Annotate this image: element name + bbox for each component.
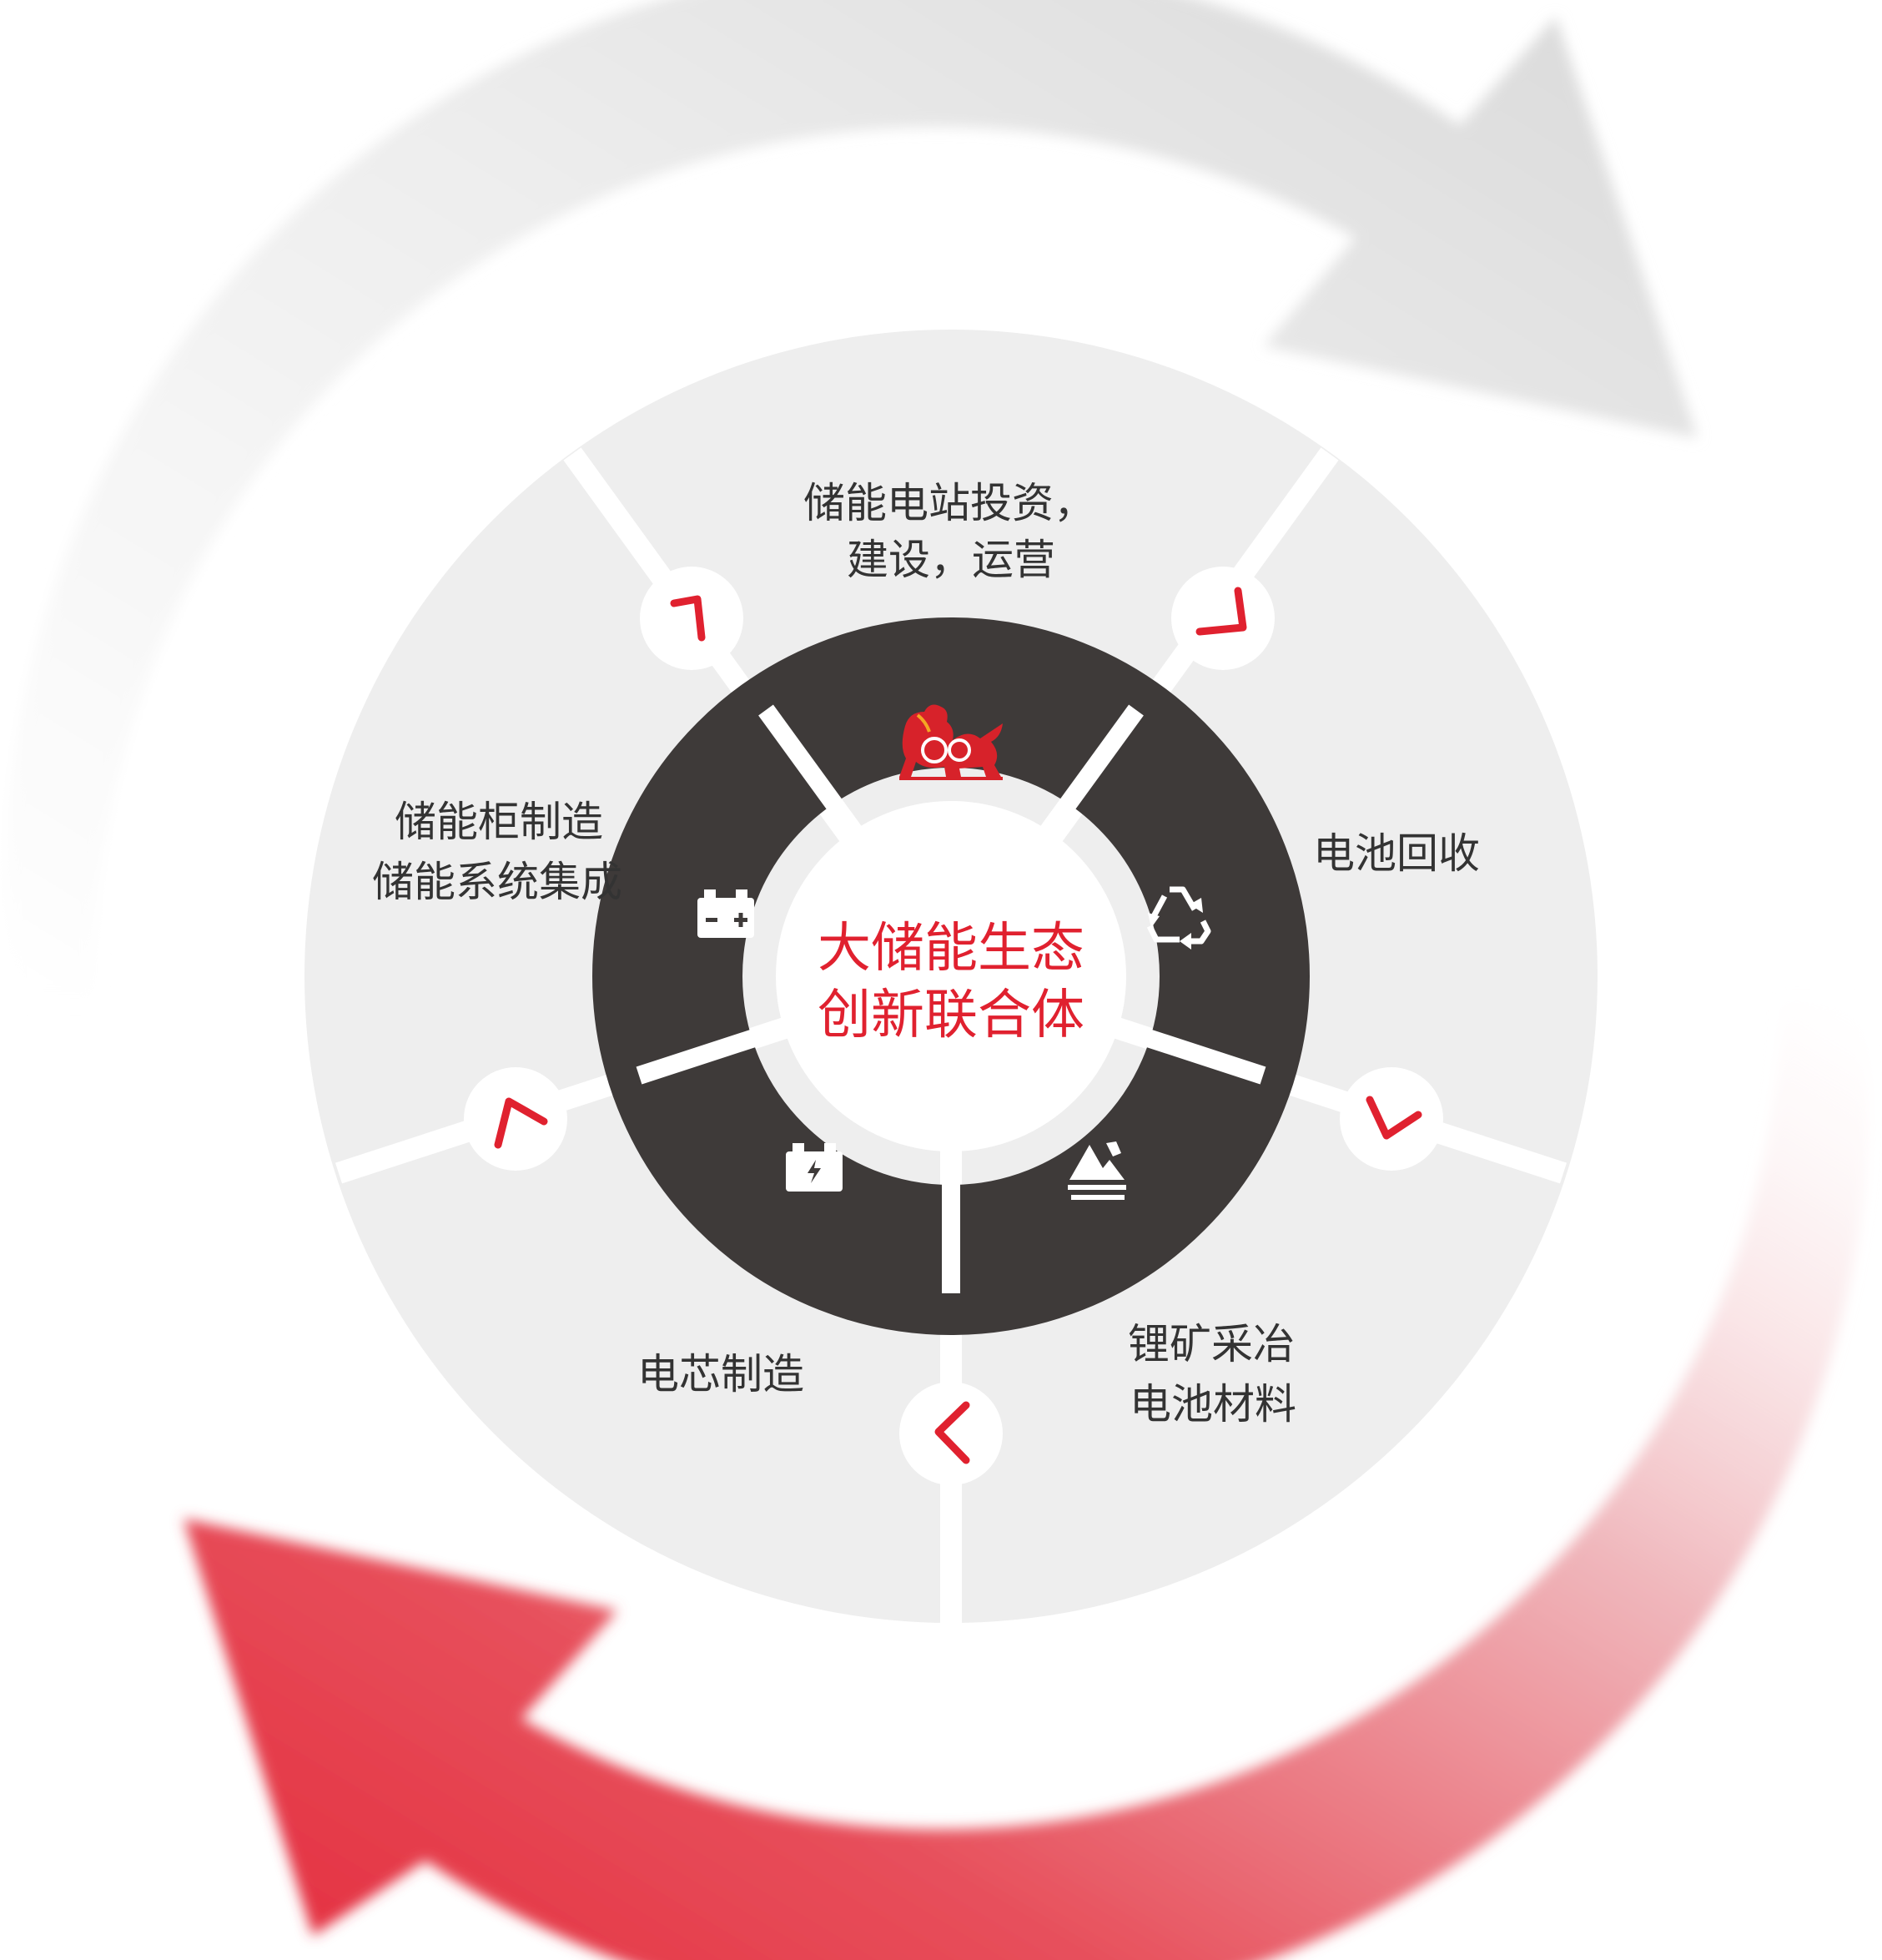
lion-logo-icon: [899, 704, 1003, 780]
center-title-line1: 大储能生态: [818, 918, 1084, 980]
chevron-circle-right: [1340, 1067, 1443, 1171]
chevron-icon: [494, 1097, 548, 1149]
battery-icon: [697, 889, 754, 938]
segment-label-line: 电池回收: [1313, 829, 1480, 878]
chevron-icon: [670, 595, 706, 642]
segment-label-line: 储能柜制造: [395, 798, 603, 846]
cycle-arrows: [5, 0, 1869, 1960]
segment-label-line: 建设，运营: [847, 536, 1055, 584]
chevron-icon: [1195, 587, 1247, 636]
recycle-icon: [1146, 886, 1211, 950]
segment-label-line: 储能系统集成: [372, 858, 622, 906]
center-title-line2: 创新联合体: [818, 985, 1084, 1046]
red-cycle-arrow: [184, 1001, 1869, 1960]
battery-charge-icon: [786, 1143, 843, 1192]
mining-icon: [1068, 1141, 1126, 1200]
center-circle: [776, 801, 1126, 1151]
segment-label-investment: 储能电站投资， 建设，运营: [803, 479, 1095, 584]
segment-label-line: 电池材料: [1130, 1380, 1296, 1428]
chevron-icon: [934, 1401, 970, 1464]
chevron-circle-top-right: [1171, 567, 1275, 670]
flow-chevrons: [464, 567, 1443, 1485]
segment-label-materials: 锂矿采冶 电池材料: [1128, 1320, 1296, 1428]
chevron-circle-top-left: [640, 567, 743, 670]
segment-label-line: 电芯制造: [637, 1350, 804, 1398]
inner-ring: [592, 617, 1310, 1335]
segment-label-recycling: 电池回收: [1313, 829, 1480, 878]
segment-label-systems: 储能柜制造 储能系统集成: [372, 798, 622, 906]
segment-label-line: 储能电站投资，: [803, 479, 1095, 527]
grey-cycle-arrow: [5, 0, 1698, 1001]
chevron-circle-bottom: [899, 1382, 1003, 1485]
segment-label-cells: 电芯制造: [637, 1350, 804, 1398]
segment-label-line: 锂矿采冶: [1128, 1320, 1295, 1368]
chevron-icon: [1366, 1096, 1422, 1140]
chevron-circle-left: [464, 1067, 567, 1171]
